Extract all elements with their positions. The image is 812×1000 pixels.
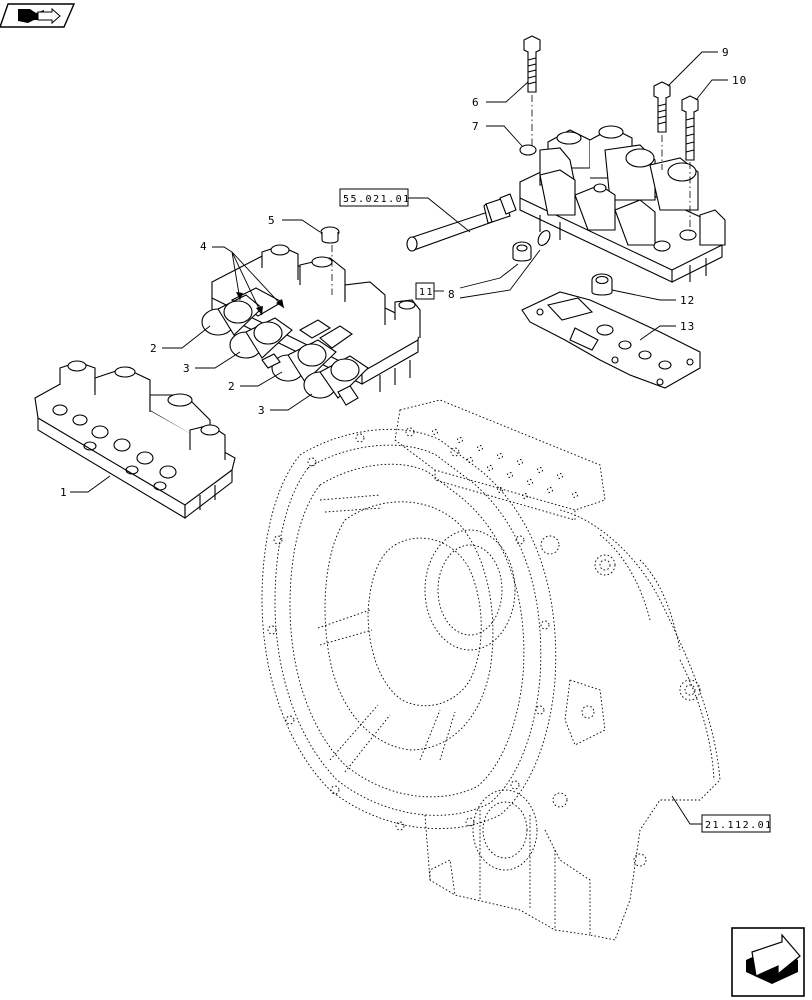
- next-page-arrow-icon[interactable]: [731, 927, 805, 997]
- housing-reference[interactable]: 21.112.01: [671, 795, 773, 833]
- label-2a: 2: [150, 342, 158, 355]
- book-arrow-icon[interactable]: [0, 3, 76, 28]
- transmission-housing: [261, 399, 721, 941]
- part-11-reference[interactable]: 11 8: [415, 282, 456, 301]
- part-8-plug: [459, 230, 551, 299]
- label-5: 5: [268, 214, 276, 227]
- label-7: 7: [472, 120, 480, 133]
- label-10: 10: [732, 74, 747, 87]
- part-1-valve-body: 1: [34, 360, 236, 519]
- label-3b: 3: [258, 404, 266, 417]
- label-13: 13: [680, 320, 695, 333]
- label-9: 9: [722, 46, 730, 59]
- hose-ref-label: 55.021.01: [343, 194, 411, 205]
- label-2b: 2: [228, 380, 236, 393]
- label-6: 6: [472, 96, 480, 109]
- part-12-plug: 12: [591, 273, 695, 307]
- upper-valve-block: 6 7 9 10: [472, 35, 747, 283]
- hose-reference[interactable]: 55.021.01: [339, 188, 471, 233]
- housing-ref-label: 21.112.01: [705, 820, 773, 831]
- solenoid-valve-assembly: 5 4 2 3 2 3: [150, 214, 421, 417]
- part-13-gasket: 13: [521, 291, 701, 389]
- label-8: 8: [448, 288, 456, 301]
- label-12: 12: [680, 294, 695, 307]
- label-11: 11: [419, 287, 434, 298]
- hose-assembly: [406, 193, 517, 252]
- label-4: 4: [200, 240, 208, 253]
- label-1: 1: [60, 486, 68, 499]
- label-3a: 3: [183, 362, 191, 375]
